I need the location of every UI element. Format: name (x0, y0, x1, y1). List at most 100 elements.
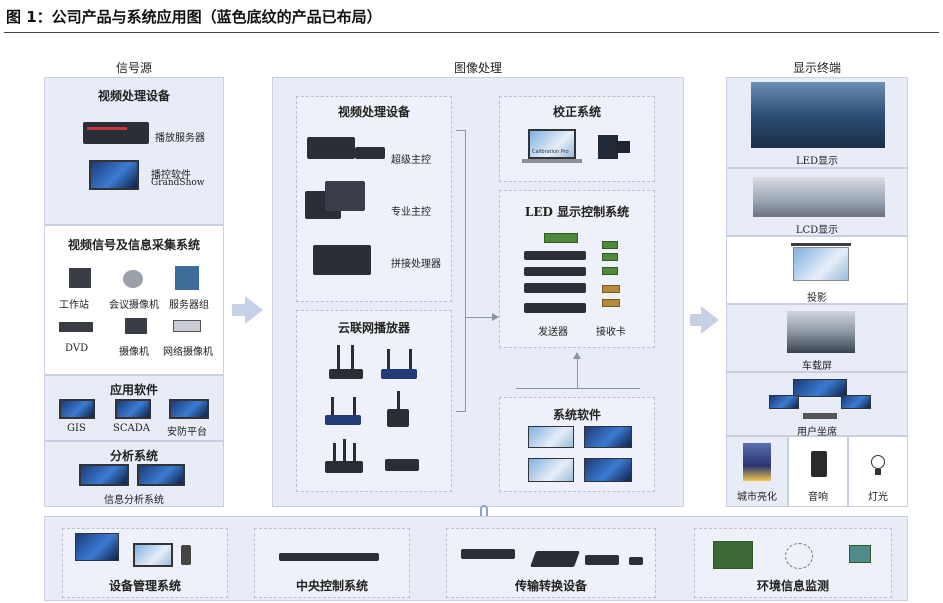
device-mgmt-phone (181, 545, 191, 565)
pro-controller-image-2 (325, 181, 365, 211)
display-audio-section: 音响 (788, 436, 848, 507)
dvd-image (59, 322, 93, 332)
playback-server-image (83, 122, 149, 144)
transmission-box-3 (629, 557, 643, 565)
display-lighting-city-section: 城市亮化 (726, 436, 788, 507)
software-to-led-line (577, 358, 578, 388)
display-bottom-light: 灯光 (868, 492, 888, 503)
gateway-image (385, 459, 419, 471)
proc-item-pro-controller: 专业主控 (391, 207, 431, 218)
proc-item-splicing-processor: 拼接处理器 (391, 259, 441, 270)
seat-keyboard (803, 413, 837, 419)
proc-cloud-title: 云联网播放器 (337, 321, 410, 335)
router-4-image (387, 409, 409, 427)
grandshow-label: GrandShow (151, 178, 205, 188)
device-mgmt-tablet (133, 543, 173, 567)
seat-screen-right (841, 395, 871, 409)
bracket-top (456, 130, 466, 131)
light-bulb-base (875, 469, 881, 475)
transmission-box-1 (530, 551, 580, 567)
calibration-camera-body (598, 135, 618, 159)
security-platform-screen (169, 399, 209, 419)
router-5-image (325, 461, 363, 473)
super-controller-unit-image (355, 147, 385, 159)
device-mgmt-monitor (75, 533, 119, 561)
led-sender-label: 发送器 (538, 327, 568, 338)
figure-title: 图 1：公司产品与系统应用图（蓝色底纹的产品已布局） (6, 8, 382, 26)
title-rule (4, 32, 939, 33)
proc-calib-title: 校正系统 (552, 105, 601, 119)
bottom-env-monitor-section: 环境信息监测 (694, 528, 892, 598)
calibration-camera-lens (616, 141, 630, 153)
router-3-image (325, 415, 361, 425)
bottom-device-mgmt-section: 设备管理系统 (62, 528, 228, 598)
router-1-image (329, 369, 363, 379)
bottom-item-device-mgmt: 设备管理系统 (108, 579, 181, 593)
analysis-screen-2 (137, 464, 185, 486)
display-bottom-city: 城市亮化 (737, 492, 777, 503)
projection-rail (791, 243, 851, 246)
bottom-item-central-control: 中央控制系统 (295, 579, 368, 593)
display-item-lcd: LCD显示 (795, 225, 839, 236)
calibration-laptop-base (522, 159, 582, 163)
router-1-antenna-b (351, 345, 354, 373)
display-bottom-audio: 音响 (808, 492, 828, 503)
bracket-to-led-arrowhead (492, 313, 499, 321)
router-5-antenna-b (343, 439, 346, 465)
software-to-led-arrowhead (573, 352, 581, 359)
super-controller-image (307, 137, 355, 159)
bottom-transmission-section: 传输转换设备 (446, 528, 656, 598)
env-monitor-board (713, 541, 753, 569)
analysis-screen-1 (79, 464, 129, 486)
software-screen-4 (584, 458, 632, 482)
led-board-top (544, 233, 578, 243)
app-item-scada: SCADA (113, 423, 150, 434)
env-monitor-sensor (785, 543, 813, 569)
display-light-section: 灯光 (848, 436, 908, 507)
router-2-antenna-b (409, 349, 412, 371)
bottom-item-transmission: 传输转换设备 (514, 579, 587, 593)
app-item-gis: GIS (67, 423, 86, 434)
display-item-seat: 用户坐席 (797, 427, 837, 438)
column-head-signal: 信号源 (115, 61, 152, 75)
display-vehicle-section: 车载屏 (726, 304, 908, 372)
bracket-vertical (465, 130, 466, 412)
display-seat-section: 用户坐席 (726, 372, 908, 438)
acq-item-network-camera: 网络摄像机 (163, 347, 213, 358)
analysis-label: 信息分析系统 (104, 495, 164, 506)
proc-video-title: 视频处理设备 (337, 105, 410, 119)
sender-unit-1 (524, 251, 586, 260)
gis-screen (59, 399, 95, 419)
router-4-antenna (397, 391, 400, 417)
bottom-central-control-section: 中央控制系统 (254, 528, 410, 598)
bottom-item-env-monitor: 环境信息监测 (756, 579, 829, 593)
transmission-box-2 (585, 555, 619, 565)
router-3-antenna-b (353, 397, 356, 419)
env-monitor-module (849, 545, 871, 563)
router-5-antenna-c (353, 443, 356, 465)
proc-software-title: 系统软件 (552, 408, 601, 422)
sender-unit-2 (524, 267, 586, 276)
display-projection-section: 投影 (726, 236, 908, 304)
signal-apps-title: 应用软件 (109, 383, 158, 397)
workstation-image (69, 268, 91, 288)
control-software-label: 播控软件 (151, 170, 191, 181)
lcd-display-photo (753, 177, 885, 217)
proc-cloud-section: 云联网播放器 (296, 310, 452, 492)
display-item-projection: 投影 (807, 293, 827, 304)
receiver-card-4 (602, 285, 620, 293)
router-5-antenna-a (333, 443, 336, 465)
signal-analysis-title: 分析系统 (109, 449, 158, 463)
speaker-image (811, 451, 827, 477)
proc-led-section: LED 显示控制系统 发送器 接收卡 (499, 190, 655, 348)
acq-item-workstation: 工作站 (59, 300, 89, 311)
receiver-card-5 (602, 299, 620, 307)
bracket-to-led-line (466, 317, 494, 318)
conference-camera-image (123, 270, 143, 288)
sender-unit-3 (524, 283, 586, 293)
seat-screen-left (769, 395, 799, 409)
led-receiver-label: 接收卡 (596, 327, 626, 338)
vehicle-screen-photo (787, 311, 855, 353)
proc-led-title: LED 显示控制系统 (524, 205, 630, 219)
display-item-vehicle: 车载屏 (802, 361, 832, 372)
